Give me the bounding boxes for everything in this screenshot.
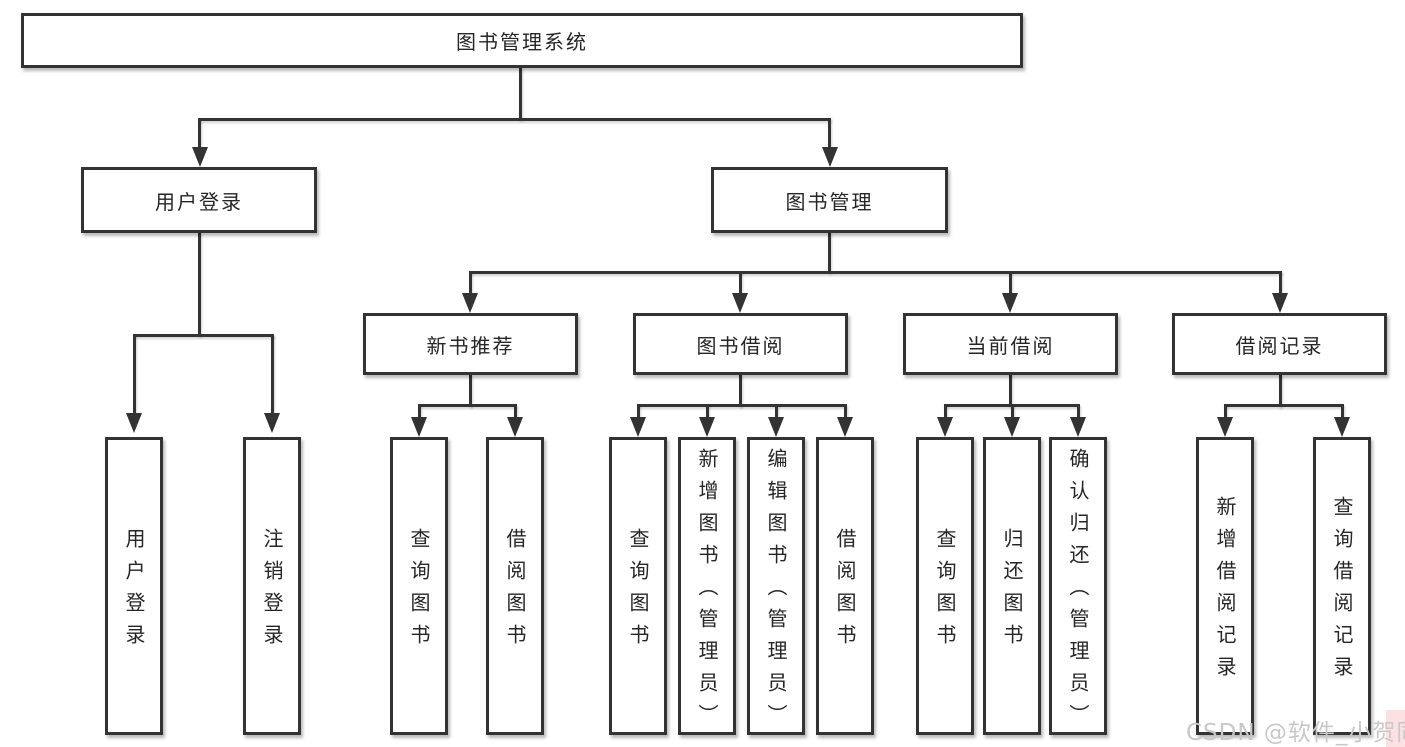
- leaf-user-login: 用户登录: [105, 437, 163, 735]
- node-root: 图书管理系统: [21, 13, 1023, 68]
- connector-drop-bor-add: [706, 404, 709, 418]
- leaf-current-query-books: 查询图书: [916, 437, 974, 735]
- connector-recommend-stem: [469, 374, 472, 407]
- connector-drop-user-login: [198, 118, 201, 148]
- arrowhead-cur-confirm: [1070, 417, 1086, 437]
- connector-level2-rail: [469, 271, 1282, 274]
- node-user-login: 用户登录: [81, 167, 317, 233]
- arrowhead-rec-query: [411, 417, 427, 437]
- leaf-borrow-query-books: 查询图书: [609, 437, 667, 735]
- connector-drop-rec-borrow: [514, 404, 517, 418]
- watermark-red-tint: [1386, 710, 1405, 747]
- leaf-recommend-query-books: 查询图书: [390, 437, 448, 735]
- arrowhead-records: [1272, 293, 1288, 313]
- arrowhead-recd-add: [1217, 417, 1233, 437]
- connector-drop-borrow: [739, 271, 742, 293]
- leaf-current-query-books-label: 查询图书: [933, 528, 957, 656]
- leaf-borrow-edit-books-admin: 编辑图书（管理员）: [747, 437, 805, 736]
- node-user-login-label: 用户登录: [155, 189, 243, 214]
- connector-recommend-rail: [418, 404, 516, 407]
- connector-drop-bor-edit: [775, 404, 778, 418]
- leaf-user-login-label: 用户登录: [122, 528, 146, 656]
- node-borrow-records: 借阅记录: [1172, 313, 1387, 375]
- arrowhead-bor-query: [630, 417, 646, 437]
- leaf-records-query-record-label: 查询借阅记录: [1330, 496, 1354, 688]
- node-new-book-recommend-label: 新书推荐: [426, 333, 515, 358]
- leaf-recommend-borrow-books: 借阅图书: [486, 437, 544, 735]
- connector-current-stem: [1009, 374, 1012, 407]
- connector-drop-cur-return: [1011, 404, 1014, 418]
- connector-root-stem: [519, 67, 522, 120]
- node-book-borrow-label: 图书借阅: [696, 333, 785, 358]
- arrowhead-leaf-logout: [264, 413, 280, 433]
- leaf-recommend-borrow-books-label: 借阅图书: [503, 528, 527, 656]
- connector-drop-records: [1279, 271, 1282, 293]
- connector-borrow-stem: [739, 374, 742, 407]
- connector-drop-cur-query: [944, 404, 947, 418]
- leaf-current-confirm-return-admin: 确认归还（管理员）: [1049, 437, 1107, 736]
- leaf-borrow-borrow-books-label: 借阅图书: [833, 528, 857, 656]
- arrowhead-recommend: [462, 293, 478, 313]
- leaf-current-confirm-return-admin-label: 确认归还（管理员）: [1066, 448, 1090, 736]
- connector-drop-leaf-logout: [271, 334, 274, 417]
- leaf-borrow-query-books-label: 查询图书: [626, 528, 650, 656]
- arrowhead-cur-return: [1004, 417, 1020, 437]
- arrowhead-rec-borrow: [507, 417, 523, 437]
- leaf-records-add-record-label: 新增借阅记录: [1213, 496, 1237, 688]
- leaf-current-return-books: 归还图书: [983, 437, 1041, 735]
- connector-records-rail: [1224, 404, 1343, 407]
- connector-level1-rail: [198, 118, 831, 121]
- connector-records-stem: [1279, 374, 1282, 407]
- connector-drop-rec-query: [418, 404, 421, 418]
- connector-drop-recommend: [469, 271, 472, 293]
- connector-drop-bor-borrow: [844, 404, 847, 418]
- connector-drop-recd-add: [1224, 404, 1227, 418]
- arrowhead-leaf-login: [126, 413, 142, 433]
- leaf-borrow-add-books-admin: 新增图书（管理员）: [678, 437, 736, 736]
- arrowhead-borrow: [732, 293, 748, 313]
- leaf-logout: 注销登录: [243, 437, 301, 735]
- arrowhead-bor-edit: [768, 417, 784, 437]
- node-borrow-records-label: 借阅记录: [1235, 333, 1324, 358]
- node-new-book-recommend: 新书推荐: [363, 313, 578, 375]
- connector-management-stem: [828, 232, 831, 273]
- arrowhead-recd-query: [1334, 417, 1350, 437]
- leaf-borrow-add-books-admin-label: 新增图书（管理员）: [695, 448, 719, 736]
- connector-login-rail: [133, 334, 274, 337]
- node-book-management: 图书管理: [711, 167, 948, 233]
- connector-drop-book-management: [828, 118, 831, 148]
- connector-drop-bor-query: [637, 404, 640, 418]
- arrowhead-user-login: [192, 147, 208, 167]
- node-current-borrow-label: 当前借阅: [966, 333, 1055, 358]
- connector-login-stem: [198, 232, 201, 336]
- leaf-logout-label: 注销登录: [260, 528, 284, 656]
- node-book-borrow: 图书借阅: [633, 313, 848, 375]
- connector-drop-leaf-login: [133, 334, 136, 417]
- arrowhead-cur-query: [937, 417, 953, 437]
- arrowhead-current: [1002, 293, 1018, 313]
- arrowhead-book-management: [822, 147, 838, 167]
- leaf-recommend-query-books-label: 查询图书: [407, 528, 431, 656]
- watermark: CSDN @软件_小贺同学: [1186, 720, 1405, 746]
- leaf-borrow-edit-books-admin-label: 编辑图书（管理员）: [764, 448, 788, 736]
- connector-drop-recd-query: [1341, 404, 1344, 418]
- arrowhead-bor-borrow: [837, 417, 853, 437]
- leaf-borrow-borrow-books: 借阅图书: [816, 437, 874, 735]
- node-book-management-label: 图书管理: [785, 189, 874, 214]
- arrowhead-bor-add: [699, 417, 715, 437]
- connector-drop-current: [1009, 271, 1012, 293]
- connector-borrow-rail: [637, 404, 846, 407]
- leaf-records-query-record: 查询借阅记录: [1313, 437, 1371, 735]
- leaf-current-return-books-label: 归还图书: [1000, 528, 1024, 656]
- node-root-label: 图书管理系统: [456, 30, 588, 54]
- leaf-records-add-record: 新增借阅记录: [1196, 437, 1254, 735]
- node-current-borrow: 当前借阅: [903, 313, 1118, 375]
- connector-drop-cur-confirm: [1077, 404, 1080, 418]
